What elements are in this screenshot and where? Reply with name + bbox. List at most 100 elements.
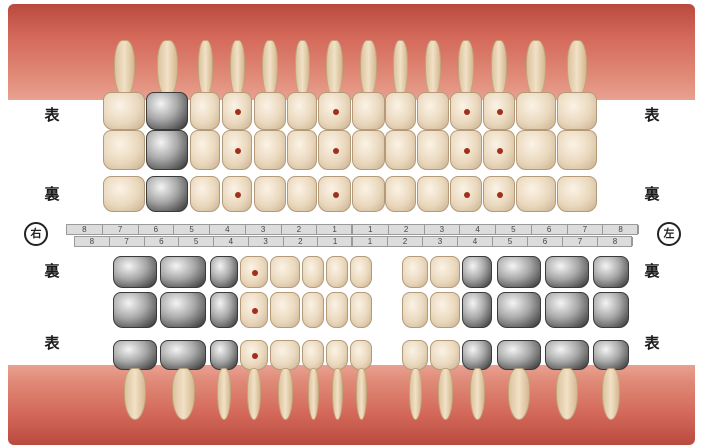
lower-tooth-LL2-occlusal[interactable] — [402, 292, 428, 328]
upper-tooth-UL6-front[interactable] — [516, 92, 556, 130]
lower-tooth-LL1-front[interactable] — [350, 340, 372, 370]
upper-tooth-UL2-back[interactable] — [385, 176, 416, 212]
lower-tooth-LR6-front[interactable] — [160, 340, 206, 370]
upper-tooth-UR5-front[interactable] — [190, 92, 220, 130]
lower-tooth-LR1-front[interactable] — [326, 340, 348, 370]
lower-root-LR1 — [332, 368, 343, 420]
upper-tooth-UL1-front[interactable] — [352, 92, 385, 130]
lower-tooth-LR4-occlusal[interactable] — [240, 292, 268, 328]
lower-tooth-LL2-back[interactable] — [402, 256, 428, 288]
lower-tooth-LR6-occlusal[interactable] — [160, 292, 206, 328]
upper-tooth-UR5-back[interactable] — [190, 176, 220, 212]
label-upper-front-left: 表 — [640, 104, 664, 125]
lower-tooth-LL5-occlusal[interactable] — [497, 292, 541, 328]
lower-tooth-LL2-front[interactable] — [402, 340, 428, 370]
lower-tooth-LR4-back[interactable] — [240, 256, 268, 288]
upper-tooth-UL4-back[interactable] — [450, 176, 482, 212]
upper-tooth-UL2-occlusal[interactable] — [385, 130, 416, 170]
lower-tooth-LR7-front[interactable] — [113, 340, 157, 370]
upper-tooth-UL1-occlusal[interactable] — [352, 130, 385, 170]
upper-root-UR7 — [114, 40, 135, 98]
lower-tooth-LL4-back[interactable] — [462, 256, 492, 288]
lower-tooth-LL5-back[interactable] — [497, 256, 541, 288]
upper-tooth-UL3-front[interactable] — [417, 92, 449, 130]
lower-tooth-LL3-front[interactable] — [430, 340, 460, 370]
tooth-number-lower_left-3: 4 — [458, 237, 493, 246]
lower-tooth-LL7-back[interactable] — [593, 256, 629, 288]
upper-tooth-UL6-back[interactable] — [516, 176, 556, 212]
upper-tooth-UR6-back[interactable] — [146, 176, 188, 212]
upper-tooth-UR4-occlusal[interactable] — [222, 130, 252, 170]
lower-number-strip-left: 12345678 — [352, 236, 632, 247]
lower-tooth-LR2-occlusal[interactable] — [302, 292, 324, 328]
upper-tooth-UL2-front[interactable] — [385, 92, 416, 130]
upper-tooth-UL7-front[interactable] — [557, 92, 597, 130]
upper-tooth-UR7-front[interactable] — [103, 92, 145, 130]
tooth-number-lower_left-5: 6 — [528, 237, 563, 246]
upper-tooth-UL5-back[interactable] — [483, 176, 515, 212]
upper-tooth-UR3-back[interactable] — [254, 176, 286, 212]
lower-tooth-LR3-back[interactable] — [270, 256, 300, 288]
upper-tooth-UR7-occlusal[interactable] — [103, 130, 145, 170]
upper-tooth-UR2-front[interactable] — [287, 92, 317, 130]
lower-tooth-LL7-occlusal[interactable] — [593, 292, 629, 328]
upper-root-UL2 — [393, 40, 409, 98]
upper-tooth-UR3-occlusal[interactable] — [254, 130, 286, 170]
upper-tooth-UL3-occlusal[interactable] — [417, 130, 449, 170]
lower-tooth-LR7-back[interactable] — [113, 256, 157, 288]
decay-mark — [235, 148, 241, 154]
upper-tooth-UL4-occlusal[interactable] — [450, 130, 482, 170]
tooth-number-lower_right-5: 3 — [249, 237, 284, 246]
upper-tooth-UL1-back[interactable] — [352, 176, 385, 212]
upper-tooth-UR3-front[interactable] — [254, 92, 286, 130]
upper-tooth-UR1-back[interactable] — [318, 176, 351, 212]
lower-tooth-LL1-back[interactable] — [350, 256, 372, 288]
lower-gum — [8, 365, 695, 445]
upper-tooth-UR2-occlusal[interactable] — [287, 130, 317, 170]
lower-tooth-LR3-front[interactable] — [270, 340, 300, 370]
upper-tooth-UL4-front[interactable] — [450, 92, 482, 130]
upper-tooth-UR6-occlusal[interactable] — [146, 130, 188, 170]
lower-tooth-LL4-front[interactable] — [462, 340, 492, 370]
lower-tooth-LR2-back[interactable] — [302, 256, 324, 288]
upper-tooth-UR1-front[interactable] — [318, 92, 351, 130]
upper-tooth-UL7-occlusal[interactable] — [557, 130, 597, 170]
lower-tooth-LL6-front[interactable] — [545, 340, 589, 370]
lower-tooth-LR7-occlusal[interactable] — [113, 292, 157, 328]
upper-tooth-UL7-back[interactable] — [557, 176, 597, 212]
right-marker: 右 — [24, 222, 48, 246]
upper-tooth-UR4-front[interactable] — [222, 92, 252, 130]
lower-tooth-LL7-front[interactable] — [593, 340, 629, 370]
lower-tooth-LR2-front[interactable] — [302, 340, 324, 370]
upper-tooth-UR6-front[interactable] — [146, 92, 188, 130]
upper-tooth-UL5-occlusal[interactable] — [483, 130, 515, 170]
tooth-number-lower_right-3: 5 — [179, 237, 214, 246]
lower-tooth-LL6-occlusal[interactable] — [545, 292, 589, 328]
lower-tooth-LL3-occlusal[interactable] — [430, 292, 460, 328]
lower-tooth-LL6-back[interactable] — [545, 256, 589, 288]
upper-tooth-UR4-back[interactable] — [222, 176, 252, 212]
lower-tooth-LL3-back[interactable] — [430, 256, 460, 288]
lower-tooth-LR1-back[interactable] — [326, 256, 348, 288]
lower-tooth-LR5-front[interactable] — [210, 340, 238, 370]
lower-tooth-LR5-occlusal[interactable] — [210, 292, 238, 328]
lower-tooth-LL5-front[interactable] — [497, 340, 541, 370]
upper-tooth-UR7-back[interactable] — [103, 176, 145, 212]
lower-tooth-LR4-front[interactable] — [240, 340, 268, 370]
decay-mark — [464, 109, 470, 115]
upper-tooth-UL6-occlusal[interactable] — [516, 130, 556, 170]
decay-mark — [497, 109, 503, 115]
upper-tooth-UL5-front[interactable] — [483, 92, 515, 130]
lower-tooth-LR5-back[interactable] — [210, 256, 238, 288]
lower-tooth-LL4-occlusal[interactable] — [462, 292, 492, 328]
upper-tooth-UR5-occlusal[interactable] — [190, 130, 220, 170]
lower-tooth-LR3-occlusal[interactable] — [270, 292, 300, 328]
upper-root-UR4 — [230, 40, 245, 98]
upper-tooth-UL3-back[interactable] — [417, 176, 449, 212]
lower-tooth-LL1-occlusal[interactable] — [350, 292, 372, 328]
lower-tooth-LR1-occlusal[interactable] — [326, 292, 348, 328]
tooth-number-upper_right-0: 8 — [67, 225, 103, 234]
lower-tooth-LR6-back[interactable] — [160, 256, 206, 288]
upper-tooth-UR1-occlusal[interactable] — [318, 130, 351, 170]
upper-tooth-UR2-back[interactable] — [287, 176, 317, 212]
